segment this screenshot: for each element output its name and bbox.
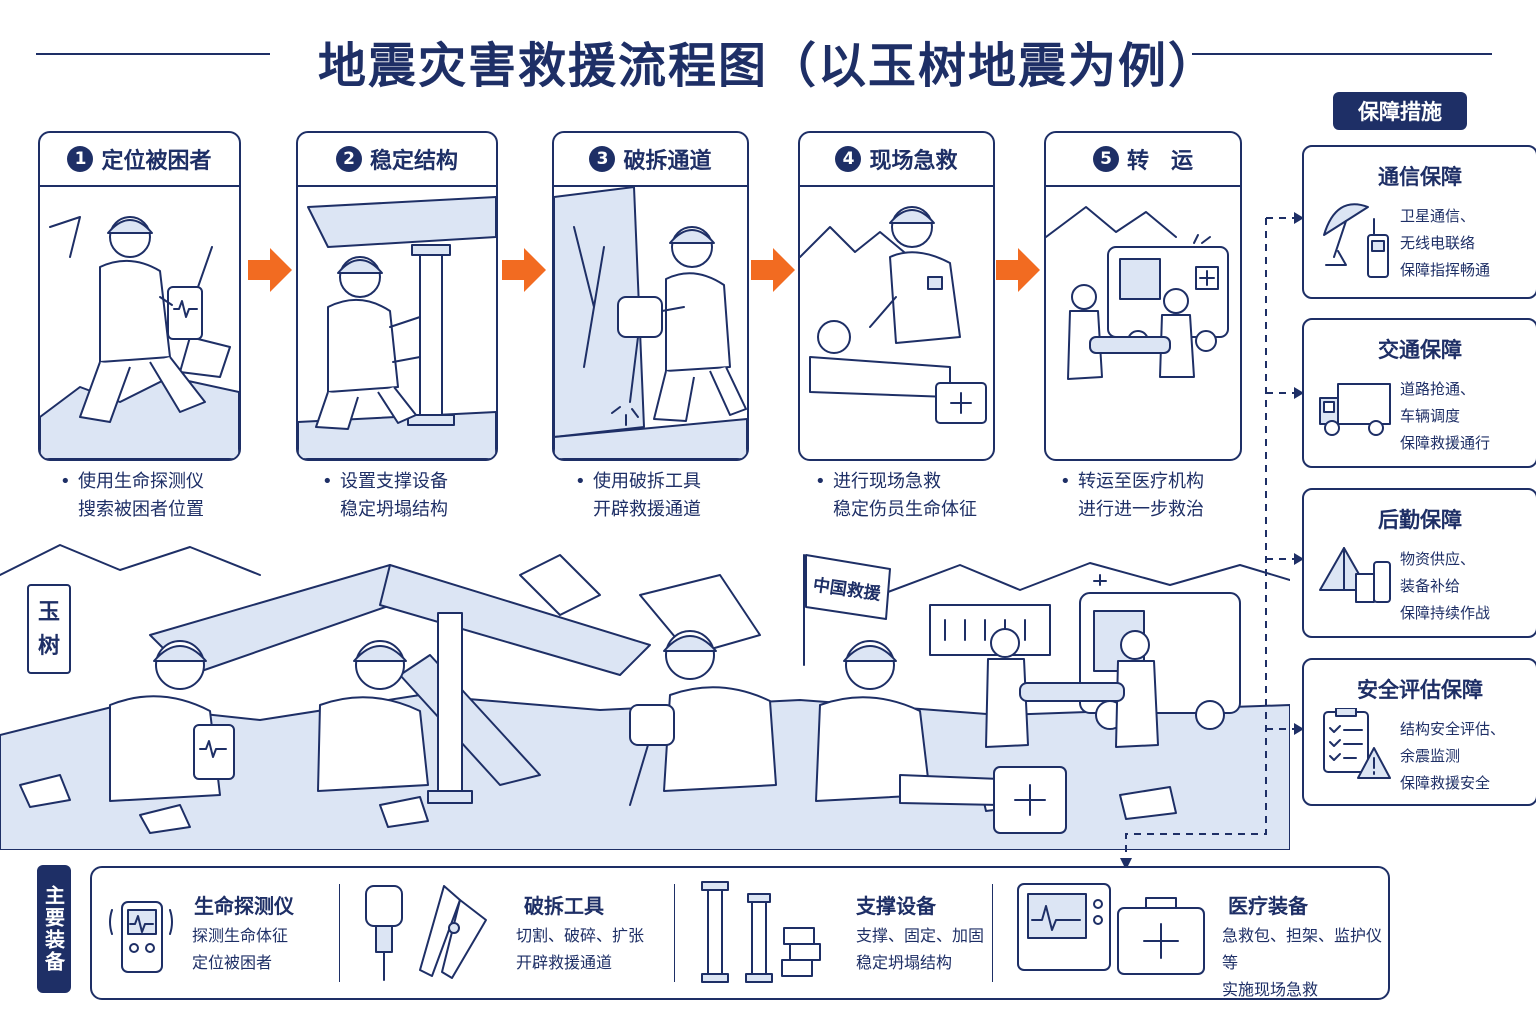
rescue-scene-illustration: 玉 树 中国救援 (0, 544, 1290, 850)
step-title: 破拆通道 (623, 149, 712, 174)
guarantee-card-communication: 通信保障 卫星通信、 无线电联络 保障指挥畅通 (1302, 145, 1536, 299)
flow-arrow-4 (996, 248, 1040, 292)
truck-icon (1319, 383, 1391, 436)
stretcher-icon (1089, 336, 1171, 354)
guarantee-card-safety: 安全评估保障 结构安全评估、 余震监测 保障救援安全 (1302, 658, 1536, 806)
step-number: 4 (835, 146, 862, 172)
title-rule-right (1192, 53, 1492, 55)
first-aid-scene-illustration (800, 206, 987, 424)
scene-shore-post (437, 612, 463, 794)
sign-char-1: 玉 (38, 599, 60, 624)
rescuer-breaking-wall-illustration (554, 187, 747, 459)
shore-post-icon (419, 248, 443, 420)
sign-char-2: 树 (38, 633, 60, 658)
china-rescue-flag (805, 554, 891, 620)
support-equipment-icon (701, 881, 821, 983)
satellite-radio-icon (1323, 203, 1389, 278)
equipment-text: 探测生命体征 定位被困者 (192, 926, 289, 972)
step-panel-1: 1 定位被困者 (38, 131, 241, 461)
step-number: 5 (1092, 146, 1119, 172)
breaker-tool-icon (617, 296, 663, 338)
step-desc-3: •使用破拆工具 开辟救援通道 (575, 471, 701, 520)
flow-arrow-3 (751, 248, 795, 292)
equipment-name: 生命探测仪 (194, 894, 294, 918)
step-header: 4 现场急救 (800, 133, 993, 187)
guarantee-connector (1120, 212, 1304, 870)
rescuer-installing-shore-illustration (298, 196, 496, 459)
equipment-text: 支撑、固定、加固 稳定坍塌结构 (856, 926, 985, 972)
guarantee-card-logistics: 后勤保障 物资供应、 装备补给 保障持续作战 (1302, 488, 1536, 638)
breaking-tools-icon (365, 885, 487, 981)
tent-supplies-icon (1319, 547, 1391, 603)
step-desc-1: •使用生命探测仪 搜索被困者位置 (60, 471, 204, 520)
card-title: 安全评估保障 (1357, 678, 1483, 702)
step-panel-3: 3 破拆通道 (552, 131, 749, 461)
stretcher-transfer-illustration (1046, 206, 1229, 380)
step-title: 转 运 (1126, 149, 1193, 174)
equipment-name: 医疗装备 (1228, 894, 1308, 918)
card-title: 交通保障 (1378, 338, 1462, 362)
step-header: 3 破拆通道 (554, 133, 747, 187)
rescuer-with-detector-illustration (40, 216, 239, 459)
medical-equipment-icon (1017, 883, 1205, 975)
card-text: 道路抢通、 车辆调度 保障救援通行 (1400, 380, 1491, 452)
life-detector-icon (109, 901, 173, 973)
yushu-sign (27, 584, 71, 674)
equipment-name: 破拆工具 (524, 894, 604, 918)
flow-arrow-2 (502, 248, 546, 292)
flow-arrow-1 (248, 248, 292, 292)
card-text: 物资供应、 装备补给 保障持续作战 (1400, 550, 1491, 622)
step-header: 1 定位被困者 (40, 133, 239, 187)
scene-patient (899, 774, 1001, 806)
step-desc-2: •设置支撑设备 稳定坍塌结构 (322, 471, 448, 520)
equipment-tag: 主要装备 (37, 865, 71, 993)
card-text: 卫星通信、 无线电联络 保障指挥畅通 (1400, 207, 1491, 279)
scene-stretcher (1019, 682, 1125, 702)
step-desc-4: •进行现场急救 稳定伤员生命体征 (815, 471, 977, 520)
distant-building (929, 604, 1051, 656)
step-title: 稳定结构 (369, 149, 458, 174)
step-panel-5: 5 转 运 (1044, 131, 1242, 461)
equipment-divider (674, 884, 675, 982)
scene-breaker-tool (629, 704, 675, 746)
title-rule-left (36, 53, 270, 55)
equipment-text: 急救包、担架、监护仪等 实施现场急救 (1222, 926, 1383, 999)
step-number: 2 (335, 146, 362, 172)
step-number: 1 (67, 146, 94, 172)
card-title: 后勤保障 (1378, 508, 1462, 532)
step-panel-4: 4 现场急救 (798, 131, 995, 461)
equipment-text: 切割、破碎、扩张 开辟救援通道 (516, 926, 645, 972)
step-number: 3 (589, 146, 616, 172)
card-title: 通信保障 (1378, 165, 1462, 189)
step-header: 5 转 运 (1046, 133, 1240, 187)
step-panel-2: 2 稳定结构 (296, 131, 498, 461)
step-title: 定位被困者 (101, 149, 212, 174)
guarantee-tag: 保障措施 (1333, 92, 1467, 130)
step-title: 现场急救 (869, 149, 958, 174)
equipment-name: 支撑设备 (856, 894, 936, 918)
step-header: 2 稳定结构 (298, 133, 496, 187)
step-desc-5: •转运至医疗机构 进行进一步救治 (1060, 471, 1204, 520)
clipboard-warning-icon (1323, 708, 1391, 779)
equipment-divider (339, 884, 340, 982)
page-title: 地震灾害救援流程图（以玉树地震为例） (317, 38, 1218, 94)
patient-figure (809, 356, 951, 398)
equipment-panel: 生命探测仪 探测生命体征 定位被困者 破拆工具 切割、破碎、扩张 开辟救援通道 … (90, 866, 1390, 1000)
equipment-divider (992, 884, 993, 982)
guarantee-card-traffic: 交通保障 道路抢通、 车辆调度 保障救援通行 (1302, 318, 1536, 468)
card-text: 结构安全评估、 余震监测 保障救援安全 (1400, 720, 1506, 792)
